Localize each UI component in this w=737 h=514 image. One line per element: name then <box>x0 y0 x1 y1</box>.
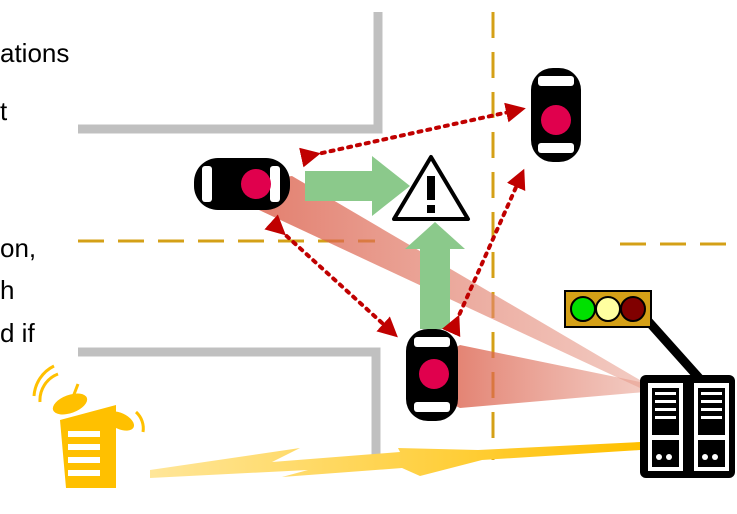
lightning-link-icon <box>150 442 640 478</box>
cropped-text-line-2: t <box>0 96 8 126</box>
movement-arrow-east <box>305 156 410 216</box>
road-edge-bottom <box>78 347 381 460</box>
road-edge-top <box>78 12 383 134</box>
cropped-text-line-4: h <box>0 275 15 305</box>
cell-tower-icon <box>32 364 145 488</box>
cropped-text-line-1: ations <box>0 38 70 68</box>
v2v-link-left-to-top <box>299 102 526 168</box>
v2v-link-left-to-bottom <box>264 214 398 338</box>
sensor-beam-lower <box>448 345 645 408</box>
v2v-link-bottom-to-top <box>441 168 526 338</box>
server-icon <box>640 375 735 478</box>
car-icon <box>406 329 458 421</box>
car-icon <box>531 68 581 162</box>
cropped-text-line-5: d if <box>0 318 35 348</box>
cropped-text-line-3: on, <box>0 233 37 263</box>
car-icon <box>194 158 290 210</box>
